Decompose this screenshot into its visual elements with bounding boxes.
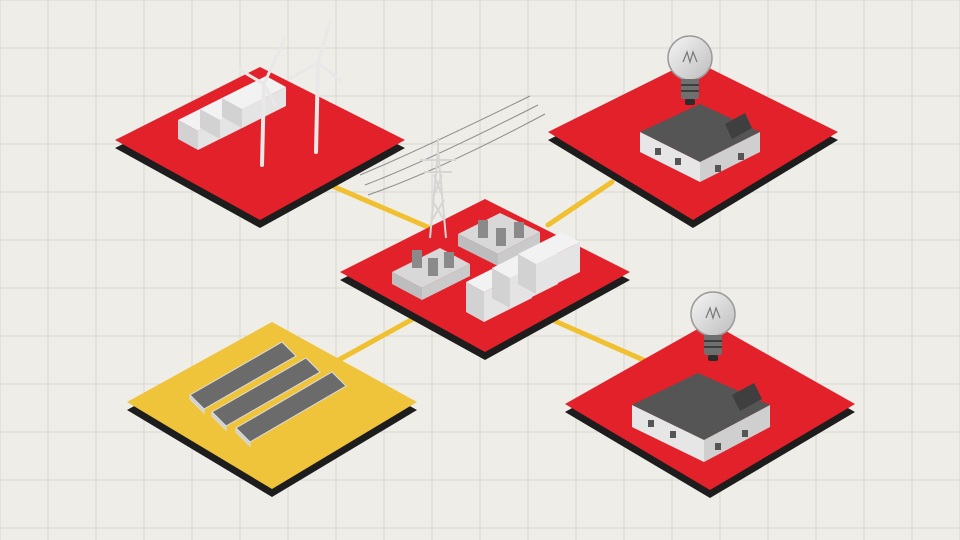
tile-surface [115, 67, 405, 220]
house [632, 373, 770, 462]
transmission-tower [420, 138, 456, 239]
connector-lines [327, 179, 651, 365]
power-lines [359, 95, 546, 196]
transformer-yard [392, 248, 470, 300]
solar-panel-array [189, 341, 347, 448]
house [640, 104, 760, 182]
light-bulb-icon [667, 35, 713, 105]
solar-panel [189, 341, 297, 415]
tile-wind-storage [115, 20, 405, 228]
tile-surface [127, 322, 417, 489]
tile-substation [340, 95, 630, 360]
tile-house-bottom [565, 291, 855, 498]
connector-wind-to-substation [327, 182, 433, 231]
connector-substation-to-house-bottom [545, 315, 651, 365]
solar-panel [235, 371, 347, 448]
battery-containers [466, 232, 580, 322]
connector-substation-to-house-top [545, 179, 615, 228]
battery-container [518, 232, 580, 294]
tile-house-top [548, 35, 838, 228]
connector-solar-to-substation [332, 312, 423, 365]
wind-turbine [238, 38, 286, 167]
transformer-yard [458, 213, 540, 266]
battery-containers [178, 76, 286, 150]
wind-turbine [288, 20, 342, 154]
solar-panel [211, 357, 321, 432]
light-bulb-icon [690, 291, 736, 361]
tile-solar [127, 322, 417, 497]
